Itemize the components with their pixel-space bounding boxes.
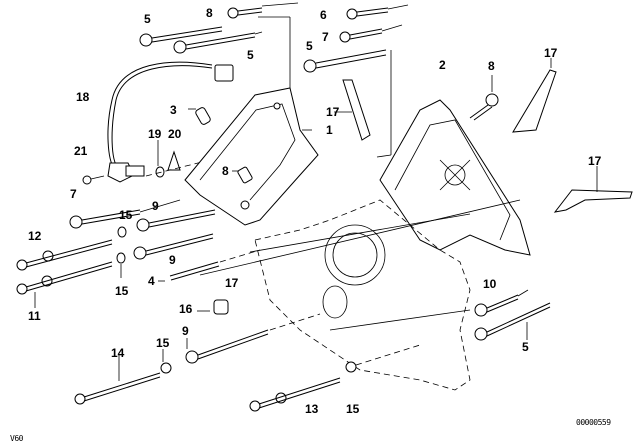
callout-9: 9	[152, 199, 159, 213]
bolt-5-c	[303, 49, 392, 158]
bolt-8-mid	[232, 166, 253, 184]
callout-19: 19	[148, 127, 162, 141]
washer-15-a	[117, 226, 127, 238]
callout-5: 5	[306, 39, 313, 53]
callout-9: 9	[182, 324, 189, 338]
footer-drawing-number: 00000559	[576, 418, 611, 427]
callout-20: 20	[168, 127, 182, 141]
callout-15: 15	[346, 402, 360, 416]
callout-12: 12	[28, 229, 42, 243]
callout-8: 8	[488, 59, 495, 73]
gasket-17-right-mid	[553, 189, 633, 213]
washer-15-c	[160, 362, 172, 374]
callout-15: 15	[115, 284, 129, 298]
bolt-8-top	[227, 2, 299, 19]
callout-8: 8	[222, 164, 229, 178]
bolt-7-left	[82, 175, 105, 185]
footer-model-code: V60	[10, 434, 23, 443]
callout-1: 1	[326, 123, 333, 137]
callout-8: 8	[206, 6, 213, 20]
bolt-10	[474, 289, 529, 317]
bolt-9-a	[69, 199, 181, 229]
bracket-20	[167, 150, 181, 171]
bolt-6	[346, 4, 409, 20]
bolt-5-a	[139, 26, 223, 47]
callout-13: 13	[305, 402, 319, 416]
callout-16: 16	[179, 302, 193, 316]
bolt-5-b	[173, 31, 263, 54]
callout-7: 7	[322, 30, 329, 44]
callout-5: 5	[522, 340, 529, 354]
bolt-14	[74, 355, 161, 405]
callout-17: 17	[544, 46, 558, 60]
callout-21: 21	[74, 144, 88, 158]
callout-10: 10	[483, 277, 497, 291]
callout-6: 6	[320, 8, 327, 22]
callout-15: 15	[119, 208, 133, 222]
bolt-5-d	[474, 302, 551, 341]
bracket-1	[184, 87, 319, 226]
bolt-9-b	[133, 233, 214, 260]
callout-4: 4	[148, 274, 155, 288]
washer-15-d	[345, 361, 357, 373]
callout-17: 17	[588, 154, 602, 168]
sleeve-16	[197, 299, 229, 315]
bolt-9-top	[136, 209, 216, 232]
stud-4	[158, 249, 261, 282]
callout-5: 5	[144, 12, 151, 26]
bolt-8-right	[469, 75, 499, 121]
callout-17: 17	[225, 276, 239, 290]
callout-15: 15	[156, 336, 170, 350]
engine-block-outline	[199, 199, 521, 391]
callout-18: 18	[76, 90, 90, 104]
sensor-3	[188, 107, 211, 125]
callout-14: 14	[111, 346, 125, 360]
callout-11: 11	[28, 309, 41, 323]
bolt-13	[249, 377, 341, 412]
washer-15-b	[116, 252, 126, 264]
callout-17: 17	[326, 105, 340, 119]
bolt-9-c	[185, 313, 321, 364]
sensor-cable-18	[107, 61, 234, 183]
front-cover-2	[379, 99, 531, 256]
callout-5: 5	[247, 48, 254, 62]
gasket-17-mid	[342, 79, 371, 141]
gasket-17-right-top	[512, 69, 557, 133]
bolt-12	[16, 239, 113, 271]
callout-3: 3	[170, 103, 177, 117]
seal-ring-19	[155, 166, 165, 178]
callout-2: 2	[439, 58, 446, 72]
bolt-7-top	[339, 24, 403, 43]
bolt-11	[16, 261, 113, 308]
callout-7: 7	[70, 187, 77, 201]
callout-9: 9	[169, 253, 176, 267]
